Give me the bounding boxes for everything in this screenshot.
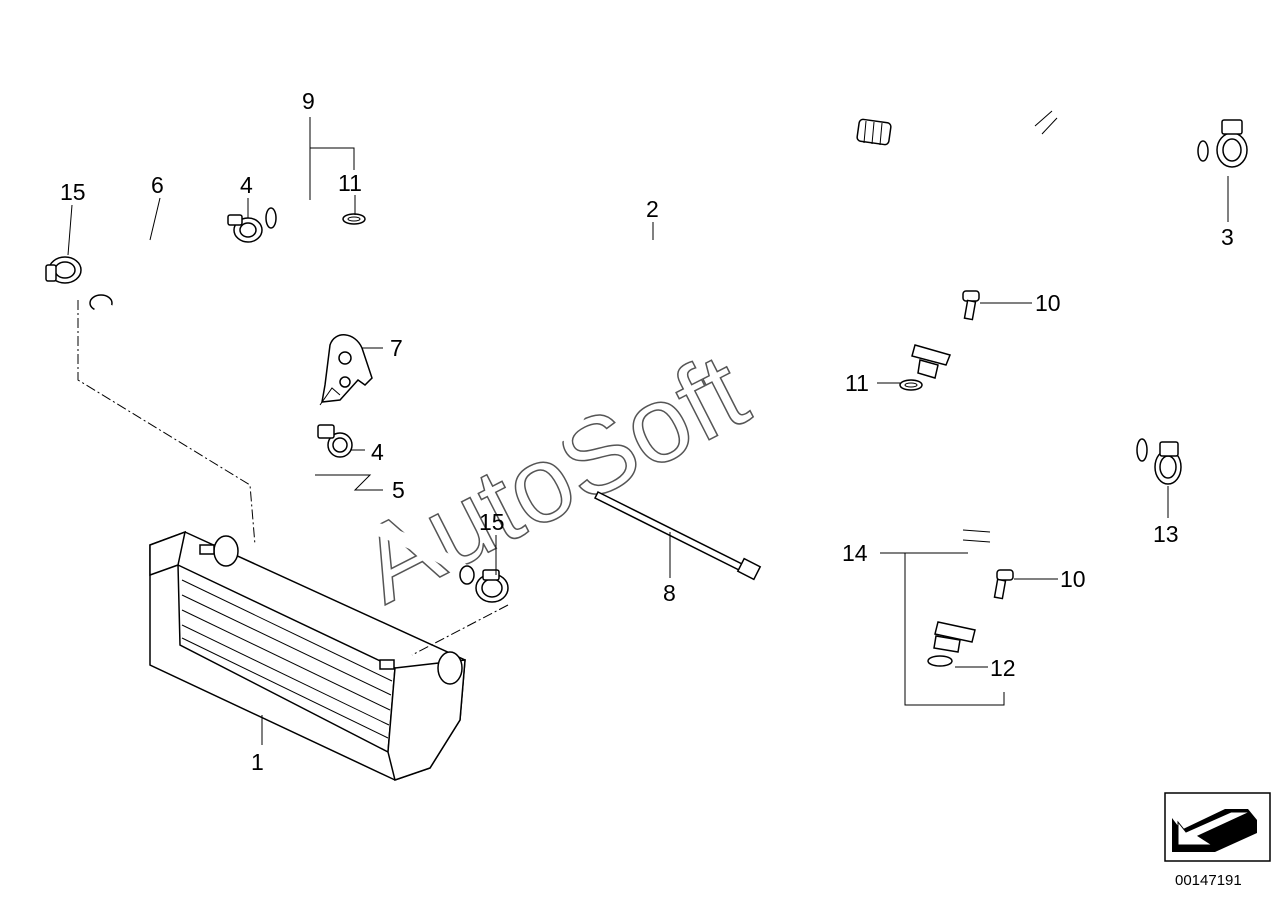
callout-11-upper: 11 xyxy=(338,170,362,196)
callout-3: 3 xyxy=(1221,224,1234,250)
callout-15-lower: 15 xyxy=(479,509,505,535)
clamp-part-15-lower[interactable] xyxy=(475,569,509,603)
bolt-part-10-lower[interactable] xyxy=(993,569,1014,600)
callout-8: 8 xyxy=(663,580,676,606)
callout-2: 2 xyxy=(646,196,659,222)
hose-part-6[interactable] xyxy=(89,226,224,357)
arrow-nav-icon[interactable] xyxy=(1164,792,1271,862)
callout-7: 7 xyxy=(390,335,403,361)
callout-15-upper: 15 xyxy=(60,179,86,205)
clamp-part-4-lower[interactable] xyxy=(317,424,353,458)
callout-11-lower: 11 xyxy=(845,370,869,396)
oil-cooler-part-1[interactable] xyxy=(149,530,466,781)
callout-4-upper: 4 xyxy=(240,172,253,198)
callout-12: 12 xyxy=(990,655,1016,681)
reference-lines xyxy=(77,300,509,656)
callout-1: 1 xyxy=(251,749,264,775)
clamp-part-15-upper[interactable] xyxy=(45,256,82,284)
figure-number: 00147191 xyxy=(1175,872,1242,889)
clamp-part-13[interactable] xyxy=(1154,441,1182,485)
callout-4-lower: 4 xyxy=(371,439,384,465)
cable-tie-part-8[interactable] xyxy=(593,490,762,581)
clamp-part-4-upper[interactable] xyxy=(227,214,263,243)
leader-lines xyxy=(67,117,1229,745)
bolt-part-10-upper[interactable] xyxy=(962,290,980,321)
callout-13: 13 xyxy=(1153,521,1179,547)
callout-5: 5 xyxy=(392,477,405,503)
seal-ring-part-11-upper[interactable] xyxy=(342,213,366,225)
hose-part-9[interactable] xyxy=(265,91,952,379)
callout-labels: 1 2 3 4 4 5 6 7 8 9 10 10 11 11 12 13 14… xyxy=(60,88,1234,775)
hose-part-5[interactable] xyxy=(263,433,477,585)
callout-14: 14 xyxy=(842,540,868,566)
callout-10-upper: 10 xyxy=(1035,290,1061,316)
callout-10-lower: 10 xyxy=(1060,566,1086,592)
hose-part-14[interactable] xyxy=(927,430,1150,667)
callout-9: 9 xyxy=(302,88,315,114)
seal-ring-part-11-lower[interactable] xyxy=(899,379,923,391)
callout-6: 6 xyxy=(151,172,164,198)
hose-part-2[interactable] xyxy=(463,95,1209,447)
clamp-part-3[interactable] xyxy=(1216,119,1248,168)
holder-part-7[interactable] xyxy=(319,334,373,406)
